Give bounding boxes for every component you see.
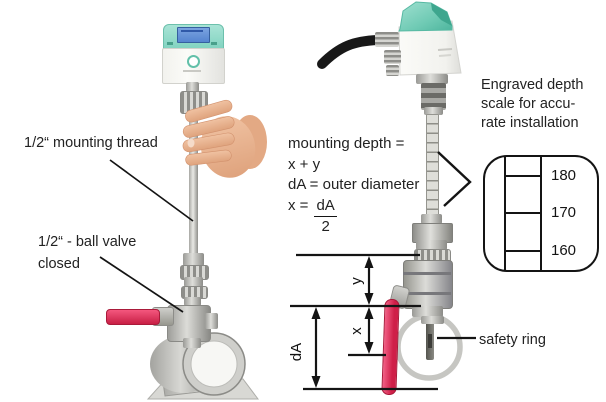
- scale-tick-160: [504, 250, 541, 252]
- dim-x-arrow-top: [364, 307, 374, 319]
- right-ball-valve-body: [403, 260, 453, 309]
- text-mounting-depth-block: mounting depth = x + y dA = outer diamet…: [288, 134, 419, 238]
- right-connector-port-1: [384, 50, 401, 64]
- formula-numerator: dA: [314, 196, 337, 217]
- right-sensor-cap-teal: [398, 1, 453, 32]
- outer-diameter-line: dA = outer diameter: [288, 176, 420, 193]
- note-line1: Engraved depth: [481, 77, 584, 93]
- left-housing-button-left: [167, 42, 173, 45]
- note-engraved-scale: Engraved depth scale for accu- rate inst…: [481, 76, 583, 133]
- right-fitting-lower: [416, 240, 447, 250]
- right-valve-taper: [412, 306, 443, 317]
- left-valve-top-nut: [184, 297, 201, 306]
- formula-denominator: 2: [321, 218, 330, 235]
- right-body-text-hint: [437, 48, 453, 51]
- right-valve-band-1: [403, 272, 451, 275]
- label-mounting-thread: 1/2“ mounting thread: [24, 133, 158, 153]
- label-ball-valve-line2: closed: [38, 256, 80, 272]
- dim-x-arrow-bottom: [364, 342, 374, 354]
- scale-value-180: 180: [551, 167, 577, 184]
- dim-da-arrow-top: [311, 307, 321, 319]
- right-valve-handle-red: [381, 298, 400, 396]
- formula-row: x = dA 2: [288, 196, 419, 238]
- dim-y-arrow-bottom: [364, 293, 374, 305]
- cable: [317, 35, 383, 69]
- dim-da-arrow-bottom: [311, 376, 321, 388]
- left-valve-bottom-nut: [183, 338, 201, 348]
- detail-chevron: [437, 151, 472, 207]
- formula-fraction: dA 2: [314, 196, 337, 238]
- mounting-depth-line1: mounting depth =: [288, 135, 405, 152]
- label-safety-ring: safety ring: [479, 330, 546, 350]
- scale-value-170: 170: [551, 204, 577, 221]
- leader-mounting-thread: [109, 159, 194, 222]
- scale-tick-170: [504, 212, 541, 214]
- brand-logo: [187, 55, 200, 68]
- note-line2: scale for accu-: [481, 96, 576, 112]
- left-probe-rod: [189, 111, 198, 256]
- right-sensor-body: [398, 20, 462, 76]
- mounting-depth-line2: x + y: [288, 155, 321, 173]
- right-neck: [416, 74, 448, 84]
- scale-value-160: 160: [551, 242, 577, 259]
- dim-label-da: dA: [288, 342, 305, 362]
- right-connector-port-2: [386, 65, 399, 76]
- right-valve-band-2: [403, 292, 451, 295]
- depth-scale-box: 180 170 160: [483, 155, 599, 272]
- left-display-text-hint: [181, 30, 203, 32]
- label-safety-ring-text: safety ring: [479, 332, 546, 348]
- left-fitting-1: [183, 253, 204, 266]
- right-lower-stub: [421, 316, 444, 324]
- left-connector-stub: [186, 82, 199, 92]
- right-upper-shaft: [421, 83, 446, 110]
- label-ball-valve: 1/2“ - ball valve closed: [38, 231, 136, 275]
- dim-y-arrow-top: [364, 256, 374, 268]
- left-valve-handle-red: [106, 309, 160, 325]
- label-mounting-thread-text: 1/2“ mounting thread: [24, 135, 158, 151]
- label-ball-valve-line1: 1/2“ - ball valve: [38, 234, 137, 250]
- pipe-base-plate: [146, 378, 259, 400]
- left-body-text-hint: [183, 70, 201, 72]
- right-body-text-hint2: [438, 54, 452, 57]
- note-line3: rate installation: [481, 115, 579, 131]
- dim-label-y: y: [348, 277, 365, 285]
- probe-tip-slot: [428, 334, 432, 348]
- left-housing-button-right: [211, 42, 217, 45]
- right-fitting-collar: [421, 214, 442, 224]
- cable-connector: [375, 32, 399, 47]
- scale-tick-180: [504, 175, 541, 177]
- left-fitting-3: [184, 277, 203, 287]
- left-valve-outlet: [205, 313, 218, 329]
- right-shaft-collar: [424, 107, 443, 115]
- right-cap-notch: [431, 3, 452, 26]
- depth-scale-rod: [426, 114, 439, 218]
- formula-prefix: x =: [288, 196, 309, 214]
- dim-label-x: x: [348, 327, 365, 335]
